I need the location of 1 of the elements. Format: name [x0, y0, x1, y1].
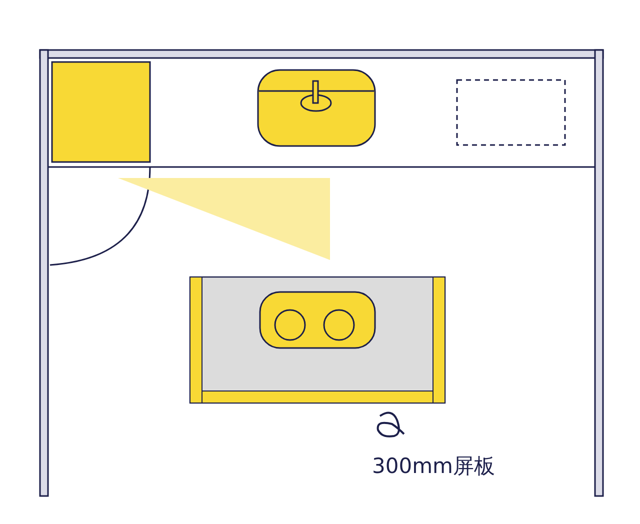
dimension-note: 300mm屏板 — [372, 453, 495, 480]
